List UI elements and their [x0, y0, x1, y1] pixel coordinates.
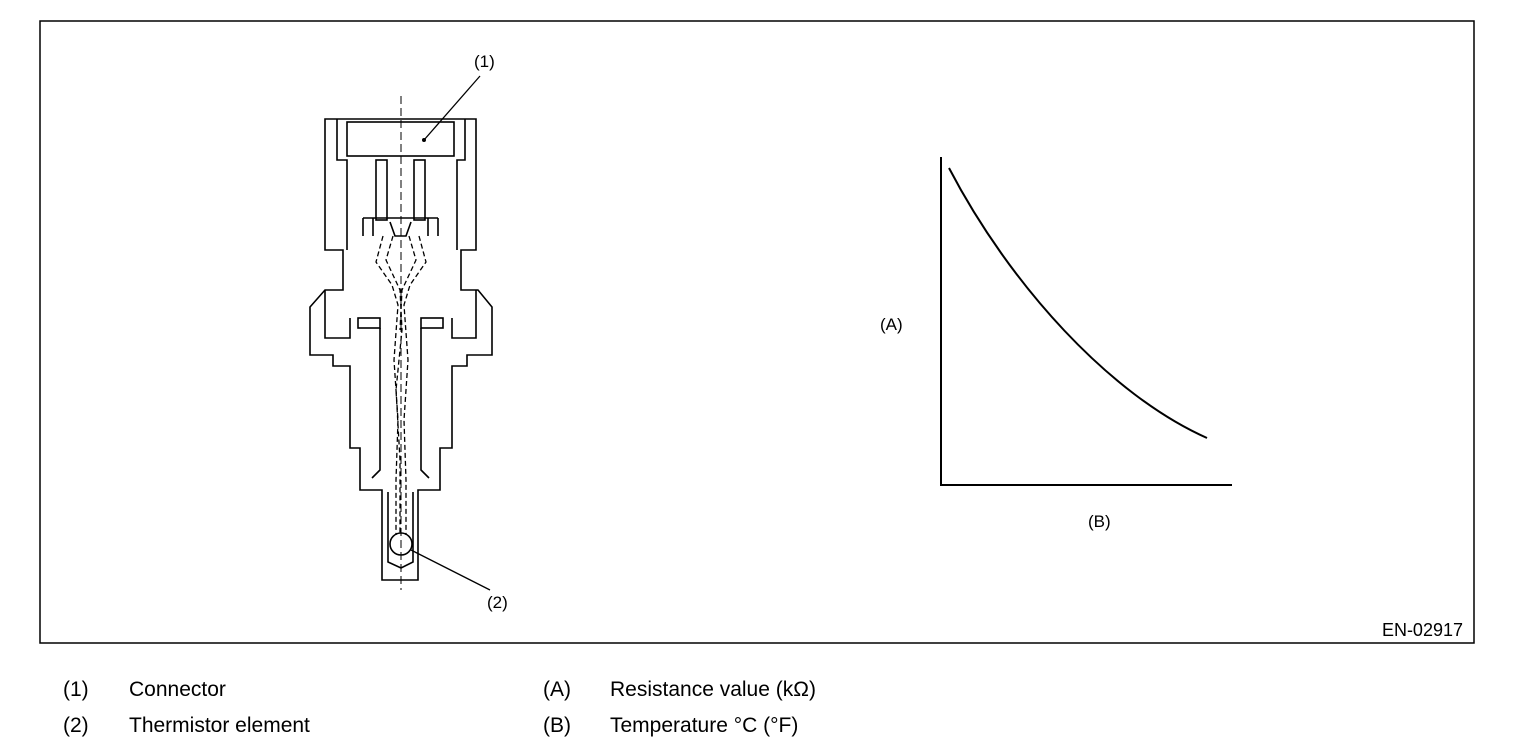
shoulder-right — [420, 317, 444, 329]
legend-key-temperature: (B) — [543, 714, 571, 737]
legend-key-resistance: (A) — [543, 678, 571, 701]
callout-thermistor-marker: (2) — [487, 593, 508, 612]
shoulder-left — [357, 317, 381, 329]
leader-line-thermistor — [410, 549, 491, 591]
graph-y-axis-label: (A) — [880, 315, 903, 334]
legend-text-temperature: Temperature °C (°F) — [610, 714, 799, 737]
callout-connector-marker: (1) — [474, 52, 495, 71]
lead-wires — [375, 235, 427, 535]
legend-text-thermistor: Thermistor element — [129, 714, 310, 737]
terminal-pin-right — [413, 159, 426, 221]
leader-line-connector — [423, 75, 481, 141]
inner-bore — [371, 328, 430, 479]
figure-frame — [39, 20, 1475, 644]
connector-cap-inner — [336, 119, 466, 250]
terminal-pin-left — [375, 159, 388, 221]
flange-steps — [324, 290, 477, 339]
connector-housing — [309, 118, 493, 581]
leader-dot-connector — [422, 138, 426, 142]
resistance-curve — [948, 167, 1208, 439]
figure-code: EN-02917 — [1382, 620, 1463, 640]
resistance-graph — [940, 157, 1232, 486]
sensor-drawing — [309, 96, 493, 590]
legend-text-resistance: Resistance value (kΩ) — [610, 678, 816, 701]
graph-axes — [940, 157, 1232, 486]
graph-x-axis-label: (B) — [1088, 512, 1111, 531]
legend-key-thermistor: (2) — [63, 714, 89, 737]
legend-text-connector: Connector — [129, 678, 226, 701]
legend-key-connector: (1) — [63, 678, 89, 701]
